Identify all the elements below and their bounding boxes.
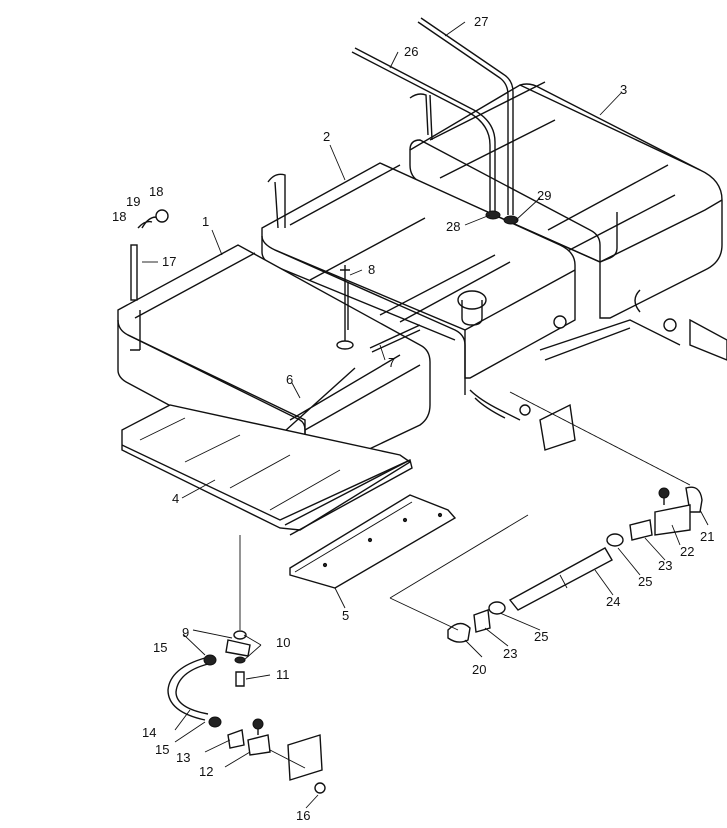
- nipple-23-upper: [629, 519, 653, 541]
- bolt-11: [235, 671, 245, 687]
- label-23-lower: 23: [503, 646, 517, 661]
- label-24: 24: [606, 594, 620, 609]
- label-21: 21: [700, 529, 714, 544]
- callout-leaders: [142, 21, 709, 809]
- hose-24: [508, 547, 613, 611]
- label-22: 22: [680, 544, 694, 559]
- label-9: 9: [182, 625, 189, 640]
- drain-line: [469, 389, 691, 486]
- tank-3: [409, 81, 723, 319]
- label-27: 27: [474, 14, 488, 29]
- label-17: 17: [162, 254, 176, 269]
- gauge-8: [336, 265, 354, 350]
- valve-assembly-right: [539, 289, 727, 361]
- elbow-pipe: [267, 173, 286, 229]
- vent-pipe-27: [417, 17, 514, 215]
- nipple-13: [227, 729, 245, 749]
- callout-labels: 1 2 3 4 5 6 7 8 9 10 11 12 13 14 15 15 1…: [112, 14, 714, 823]
- label-16: 16: [296, 808, 310, 823]
- washer-10-upper: [233, 630, 247, 640]
- label-10: 10: [276, 635, 290, 650]
- label-19: 19: [126, 194, 140, 209]
- label-4: 4: [172, 491, 179, 506]
- label-18-lower: 18: [112, 209, 126, 224]
- label-25-upper: 25: [638, 574, 652, 589]
- label-23-upper: 23: [658, 558, 672, 573]
- valve-22: [654, 487, 691, 536]
- frame-4: [121, 404, 413, 536]
- support-bracket: [287, 734, 323, 781]
- label-26: 26: [404, 44, 418, 59]
- label-3: 3: [620, 82, 627, 97]
- plate-5: [289, 494, 457, 589]
- fitting-29: [503, 215, 519, 225]
- label-6: 6: [286, 372, 293, 387]
- label-5: 5: [342, 608, 349, 623]
- clamp-25-upper: [606, 533, 624, 547]
- label-11: 11: [276, 667, 290, 682]
- leader-16: [269, 749, 306, 769]
- label-15-lower: 15: [155, 742, 169, 757]
- filler-cap: [457, 290, 487, 310]
- tank-1: [117, 244, 431, 479]
- label-13: 13: [176, 750, 190, 765]
- nipple-23-lower: [473, 609, 491, 633]
- label-1: 1: [202, 214, 209, 229]
- elbow-20: [447, 622, 471, 643]
- bracket-9: [225, 639, 251, 657]
- clamp-15-upper: [203, 654, 217, 666]
- leader-lines-lower: [389, 514, 529, 631]
- fitting-28: [485, 210, 501, 220]
- pipe-bend: [409, 93, 433, 141]
- label-15-upper: 15: [153, 640, 167, 655]
- label-18-upper: 18: [149, 184, 163, 199]
- label-2: 2: [323, 129, 330, 144]
- pipe-7: [369, 324, 421, 353]
- vent-pipe-26: [351, 47, 496, 215]
- washer-10-lower: [234, 656, 246, 664]
- label-14: 14: [142, 725, 156, 740]
- hose-14: [167, 657, 209, 721]
- label-12: 12: [199, 764, 213, 779]
- valve-12: [247, 718, 271, 756]
- label-29: 29: [537, 188, 551, 203]
- label-25-lower: 25: [534, 629, 548, 644]
- plug-16: [314, 782, 326, 794]
- label-7: 7: [388, 355, 395, 370]
- clamp-25-lower: [488, 601, 506, 615]
- label-20: 20: [472, 662, 486, 677]
- label-8: 8: [368, 262, 375, 277]
- label-28: 28: [446, 219, 460, 234]
- level-rod-17: [130, 209, 169, 301]
- clamp-15-lower: [208, 716, 222, 728]
